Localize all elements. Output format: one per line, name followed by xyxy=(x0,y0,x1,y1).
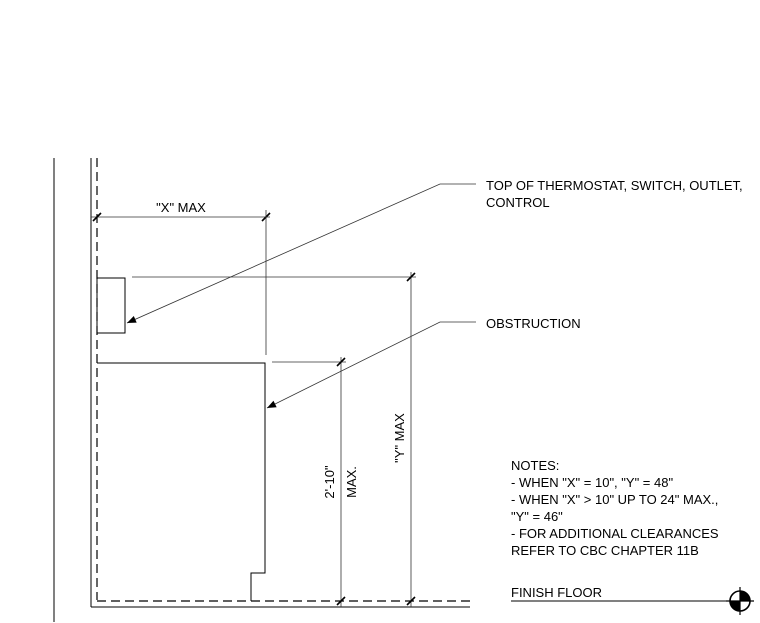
notes-line: "Y" = 46" xyxy=(511,509,563,524)
y-max-label: "Y" MAX xyxy=(392,413,407,463)
notes-block: NOTES: - WHEN "X" = 10", "Y" = 48" - WHE… xyxy=(511,458,719,558)
x-max-tick-left xyxy=(92,212,102,222)
obstruction-height-tick-bottom xyxy=(336,596,346,606)
y-max-tick-top xyxy=(406,272,416,282)
obstruction-outline xyxy=(97,362,266,601)
callout-leader-control xyxy=(126,183,476,324)
notes-line: - WHEN "X" = 10", "Y" = 48" xyxy=(511,475,673,490)
callout-leader-obstruction xyxy=(266,321,476,409)
obstruction-height-tick-top xyxy=(336,357,346,367)
x-max-label: "X" MAX xyxy=(156,200,206,215)
notes-line: - FOR ADDITIONAL CLEARANCES xyxy=(511,526,719,541)
callout-control-line1: TOP OF THERMOSTAT, SWITCH, OUTLET, xyxy=(486,178,743,193)
obstruction-height-max: MAX. xyxy=(344,466,359,498)
control-device xyxy=(96,277,126,334)
callout-obstruction-label: OBSTRUCTION xyxy=(486,316,581,331)
datum-target-icon xyxy=(726,587,754,615)
notes-line: - WHEN "X" > 10" UP TO 24" MAX., xyxy=(511,492,718,507)
notes-line: REFER TO CBC CHAPTER 11B xyxy=(511,543,699,558)
obstruction-height-value: 2'-10" xyxy=(322,465,337,499)
y-max-tick-bottom xyxy=(406,596,416,606)
callout-control-line2: CONTROL xyxy=(486,195,550,210)
notes-title: NOTES: xyxy=(511,458,559,473)
finish-floor-label: FINISH FLOOR xyxy=(511,585,602,600)
